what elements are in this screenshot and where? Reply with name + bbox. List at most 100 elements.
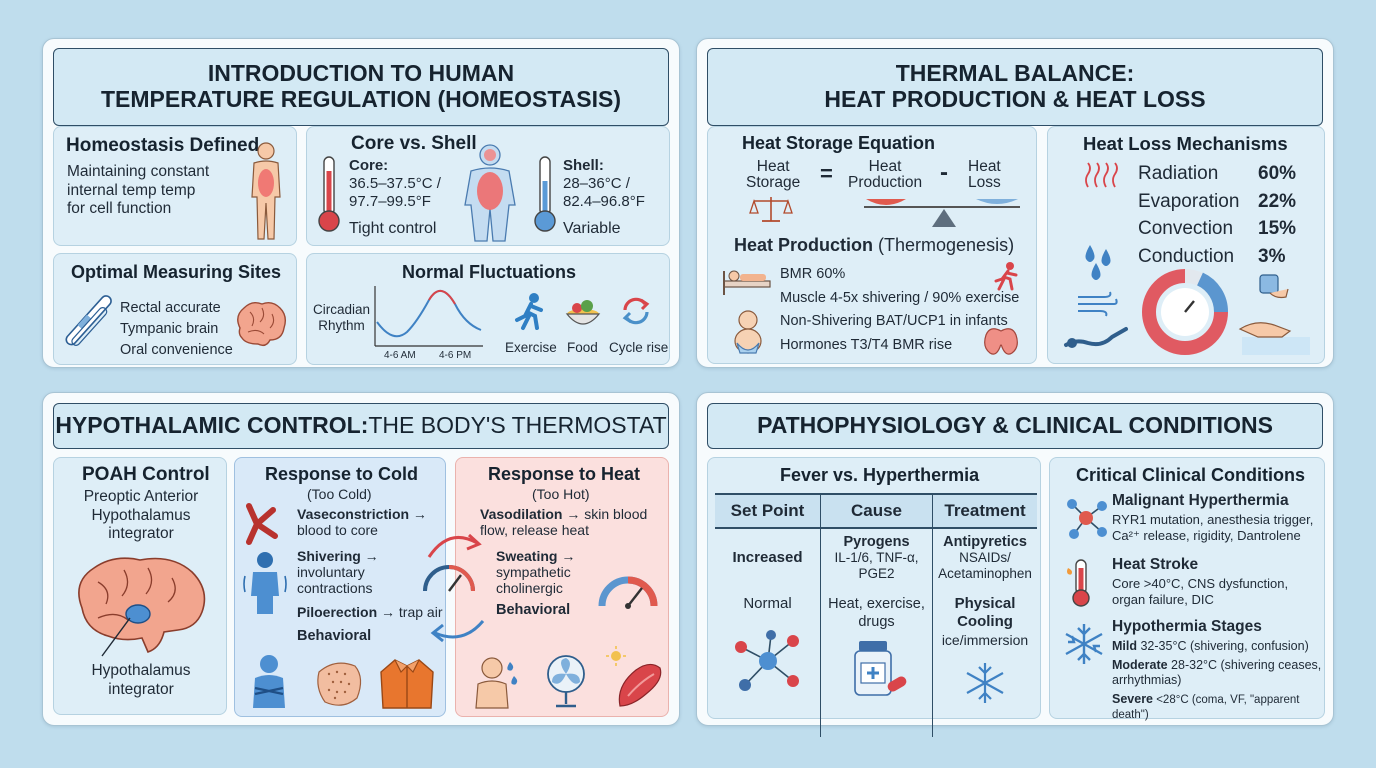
core-shell-card: Core vs. Shell Core: 36.5–37.5°C / 97.7–…	[306, 126, 670, 246]
blue-thermometer-icon	[534, 156, 556, 232]
eq-loss: Loss	[968, 174, 1001, 191]
fan-icon	[547, 655, 585, 708]
loss-heading: Heat Loss Mechanisms	[1083, 133, 1288, 154]
hot-thermometer-icon	[1067, 559, 1090, 607]
row1-cause-3: PGE2	[858, 566, 895, 581]
balance-title-line1: THERMAL BALANCE:	[895, 60, 1135, 87]
cold-vaso-rest: blood to core	[297, 522, 378, 538]
measuring-item-rectal: Rectal accurate	[120, 300, 221, 316]
red-thermometer-icon	[318, 156, 340, 232]
cycle-arrows-icon	[622, 297, 650, 325]
cold-pilo-rest: → trap air	[377, 604, 443, 620]
mh-line-1: RYR1 mutation, anesthesia trigger,	[1112, 512, 1314, 527]
thyroid-icon	[984, 328, 1018, 355]
am-label: 4-6 AM	[384, 350, 416, 361]
intro-title-line2: TEMPERATURE REGULATION (HOMEOSTASIS)	[100, 86, 622, 112]
loss-radiation-label: Radiation	[1138, 163, 1219, 184]
scales-icon	[749, 197, 793, 222]
intro-title: INTRODUCTION TO HUMAN TEMPERATURE REGULA…	[53, 48, 669, 126]
eq-minus: -	[940, 159, 948, 186]
intro-panel: INTRODUCTION TO HUMAN TEMPERATURE REGULA…	[42, 38, 680, 368]
homeostasis-text-1: Maintaining constant	[67, 163, 210, 180]
eq-equals: =	[820, 161, 833, 186]
loss-conduction-value: 3%	[1258, 245, 1286, 267]
row1-cause-2: IL-1/6, TNF-α,	[834, 550, 919, 565]
poah-line-2: Hypothalamus	[91, 506, 191, 524]
exercise-label: Exercise	[505, 340, 557, 355]
loss-convection-value: 15%	[1258, 218, 1297, 239]
heat-loss-dial-icon	[1142, 269, 1229, 355]
fever-table: Set Point Cause Treatment Increased Pyro…	[715, 493, 1037, 737]
feedback-arrow-top-icon	[427, 533, 482, 558]
runner-icon	[994, 262, 1018, 291]
cold-vaso-bold: Vaseconstriction →	[297, 506, 427, 522]
homeostasis-text-3: for cell function	[67, 200, 172, 218]
hy-mild-bold: Mild	[1112, 639, 1137, 653]
shivering-person-icon	[243, 552, 287, 614]
cold-shiver-bold: Shivering →	[297, 548, 379, 564]
heat-sweat-rest-1: sympathetic	[496, 564, 571, 580]
cold-person-hugging-icon	[253, 655, 285, 708]
feedback-arrow-bottom-icon	[430, 620, 485, 643]
measuring-sites-card: Optimal Measuring Sites Rectal accurate …	[53, 253, 297, 365]
row1-tx-1: Antipyretics	[943, 534, 1027, 550]
water-drops-icon	[1085, 245, 1111, 280]
digital-thermometer-icon	[65, 295, 112, 346]
thermal-balance-panel: THERMAL BALANCE: HEAT PRODUCTION & HEAT …	[696, 38, 1334, 368]
infant-icon	[734, 310, 762, 354]
swimmer-icon	[1064, 327, 1128, 348]
thermostat-gauge-icon	[423, 565, 475, 592]
heat-vaso-rest-1: → skin blood	[562, 506, 648, 522]
loss-conduction-label: Conduction	[1138, 245, 1235, 267]
hy-severe-rest: <28°C (coma, VF, "apparent death")	[1112, 694, 1300, 721]
critical-heading: Critical Clinical Conditions	[1076, 465, 1306, 485]
core-fahrenheit: 97.7–99.5°F	[349, 193, 431, 210]
balance-title: THERMAL BALANCE: HEAT PRODUCTION & HEAT …	[707, 48, 1323, 126]
shell-note: Variable	[563, 220, 621, 237]
medicine-bottle-icon	[854, 641, 907, 696]
measuring-heading: Optimal Measuring Sites	[71, 262, 282, 282]
jacket-icon	[380, 659, 434, 709]
food-label: Food	[567, 340, 598, 355]
blood-vessel-icon	[246, 503, 278, 545]
production-heading-rest: (Thermogenesis)	[873, 235, 1015, 255]
hy-moderate-bold: Moderate	[1112, 658, 1168, 672]
storage-heading: Heat Storage Equation	[742, 133, 936, 153]
body-figure-icon	[251, 142, 281, 240]
row1-tx-2: NSAIDs/	[959, 550, 1011, 565]
row2-cause-2: drugs	[858, 614, 895, 630]
hs-title: Heat Stroke	[1112, 556, 1199, 573]
fluctuations-heading: Normal Fluctuations	[402, 262, 577, 282]
core-shell-heading: Core vs. Shell	[351, 133, 477, 154]
running-person-icon	[515, 293, 543, 330]
balance-seesaw-icon	[864, 199, 1020, 227]
row1-set-point: Increased	[715, 529, 821, 587]
cold-response-card: Response to Cold (Too Cold) Vaseconstric…	[234, 457, 446, 717]
radiation-waves-icon	[1085, 162, 1118, 188]
hy-severe-bold: Severe	[1112, 692, 1154, 706]
row1-tx-3: Acetaminophen	[938, 566, 1032, 581]
homeostasis-heading: Homeostasis Defined	[66, 135, 260, 156]
shell-fahrenheit: 82.4–96.8°F	[563, 193, 645, 210]
poah-line-1: Preoptic Anterior	[83, 488, 199, 505]
homeostasis-text-2: internal temp temp	[67, 181, 196, 199]
hypo-title-bold: HYPOTHALAMIC CONTROL:	[55, 412, 369, 439]
hs-line-1: Core >40°C, CNS dysfunction,	[1112, 576, 1289, 591]
fever-heading: Fever vs. Hyperthermia	[780, 465, 980, 485]
cold-pilo-bold: Piloerection	[297, 604, 378, 620]
circadian-curve	[374, 286, 483, 347]
homeostasis-card: Homeostasis Defined Maintaining constant…	[53, 126, 297, 246]
header-treatment: Treatment	[944, 501, 1026, 520]
heat-sweat-rest-2: cholinergic	[496, 580, 563, 596]
row2-tx-3: ice/immersion	[941, 632, 1029, 648]
fluctuations-card: Normal Fluctuations Circadian Rhythm 4-6…	[306, 253, 670, 365]
production-bmr: BMR 60%	[780, 266, 846, 282]
cold-surface-hand-icon	[1238, 322, 1310, 355]
row2-cause-1: Heat, exercise,	[828, 596, 925, 612]
eq-heat-3: Heat	[968, 158, 1001, 175]
mh-title: Malignant Hyperthermia	[1112, 492, 1289, 509]
brain-label-1: Hypothalamus	[91, 662, 191, 679]
heat-vaso-rest-2: flow, release heat	[480, 522, 589, 538]
measuring-item-tympanic: Tympanic brain	[120, 321, 219, 337]
row2-tx-2: Cooling	[957, 613, 1013, 630]
